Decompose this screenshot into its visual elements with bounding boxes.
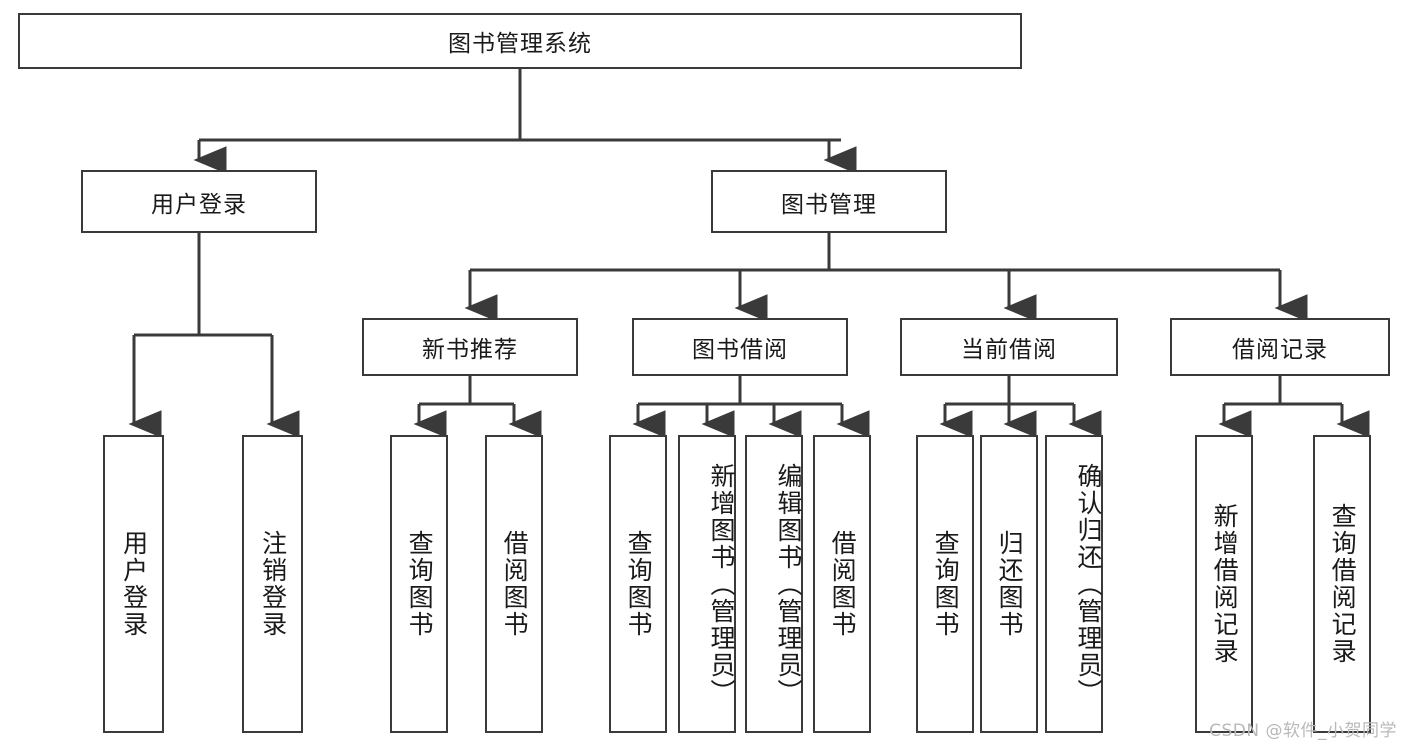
node-new-book-rec-label: 新书推荐 — [422, 337, 518, 363]
node-leaf-query-record-label: 查询借阅记录 — [1328, 503, 1358, 665]
node-leaf-query-book-2-label: 查询图书 — [624, 530, 654, 638]
node-leaf-borrow-book-1[interactable]: 借阅图书 — [485, 435, 543, 733]
node-leaf-edit-book[interactable]: 编辑图书（管理员） — [745, 435, 803, 733]
node-borrow-record-label: 借阅记录 — [1232, 337, 1328, 363]
node-book-borrow-label: 图书借阅 — [692, 337, 788, 363]
node-leaf-confirm-return-label: 确认归还（管理员） — [1074, 462, 1103, 706]
node-new-book-rec[interactable]: 新书推荐 — [362, 318, 578, 376]
node-leaf-query-book-3-label: 查询图书 — [931, 530, 961, 638]
node-book-borrow[interactable]: 图书借阅 — [632, 318, 848, 376]
node-leaf-return-book[interactable]: 归还图书 — [980, 435, 1038, 733]
node-leaf-user-login[interactable]: 用户登录 — [103, 435, 164, 733]
node-leaf-confirm-return[interactable]: 确认归还（管理员） — [1045, 435, 1103, 733]
node-current-borrow[interactable]: 当前借阅 — [900, 318, 1118, 376]
node-leaf-query-record[interactable]: 查询借阅记录 — [1313, 435, 1371, 733]
node-root[interactable]: 图书管理系统 — [18, 13, 1022, 69]
node-leaf-query-book-1-label: 查询图书 — [405, 530, 435, 638]
node-book-manage-label: 图书管理 — [781, 191, 877, 218]
node-user-login[interactable]: 用户登录 — [81, 170, 317, 233]
node-leaf-add-book[interactable]: 新增图书（管理员） — [678, 435, 736, 733]
node-leaf-query-book-1[interactable]: 查询图书 — [390, 435, 448, 733]
node-leaf-add-book-label: 新增图书（管理员） — [707, 462, 736, 706]
node-leaf-logout[interactable]: 注销登录 — [242, 435, 303, 733]
node-leaf-query-book-3[interactable]: 查询图书 — [916, 435, 974, 733]
node-root-label: 图书管理系统 — [448, 31, 592, 57]
node-book-manage[interactable]: 图书管理 — [711, 170, 947, 233]
node-leaf-user-login-label: 用户登录 — [119, 530, 149, 638]
node-leaf-add-record[interactable]: 新增借阅记录 — [1195, 435, 1253, 733]
node-leaf-add-record-label: 新增借阅记录 — [1210, 503, 1240, 665]
node-leaf-logout-label: 注销登录 — [258, 530, 288, 638]
node-leaf-query-book-2[interactable]: 查询图书 — [609, 435, 667, 733]
node-borrow-record[interactable]: 借阅记录 — [1170, 318, 1390, 376]
watermark-text: CSDN @软件_小贺同学 — [1209, 721, 1397, 741]
node-leaf-borrow-book-2[interactable]: 借阅图书 — [813, 435, 871, 733]
node-leaf-borrow-book-2-label: 借阅图书 — [828, 530, 858, 638]
node-user-login-label: 用户登录 — [151, 191, 247, 218]
node-current-borrow-label: 当前借阅 — [961, 337, 1057, 363]
node-leaf-borrow-book-1-label: 借阅图书 — [500, 530, 530, 638]
node-leaf-edit-book-label: 编辑图书（管理员） — [774, 462, 803, 706]
node-leaf-return-book-label: 归还图书 — [995, 530, 1025, 638]
